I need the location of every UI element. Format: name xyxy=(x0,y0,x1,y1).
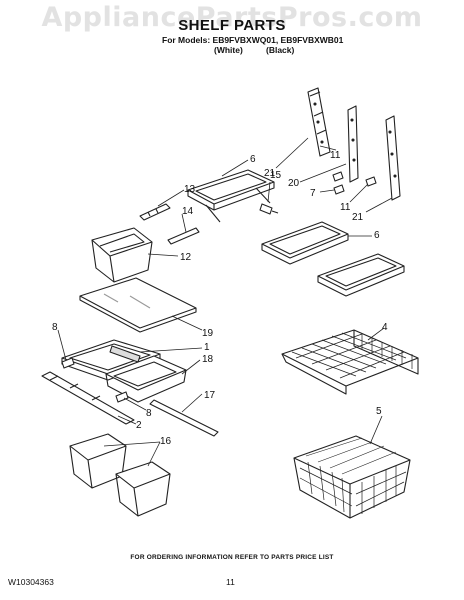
bin-16-left xyxy=(69,433,127,489)
bin-12 xyxy=(91,227,153,283)
models-line: For Models: EB9FVBXWQ01, EB9FVBXWB01 xyxy=(162,35,344,45)
site-watermark: AppliancePartsPros.com xyxy=(41,2,423,33)
screw-11 xyxy=(365,176,377,187)
callout-16: 16 xyxy=(160,436,172,447)
leader-lines xyxy=(57,137,393,467)
callout-12: 12 xyxy=(180,252,192,263)
callout-18: 18 xyxy=(202,354,214,365)
callout-labels: 21 11 15 6 20 7 11 21 13 14 12 6 19 1 18… xyxy=(52,150,388,447)
shelf-rail-left xyxy=(307,87,331,157)
callout-4: 4 xyxy=(382,322,388,333)
callout-5: 5 xyxy=(376,406,382,417)
shelf-6-right-upper xyxy=(261,221,349,265)
clip-20 xyxy=(332,171,344,182)
drawer-18 xyxy=(105,355,187,403)
callout-11-lower: 11 xyxy=(340,202,351,213)
part-14-bar xyxy=(167,227,200,245)
callout-17: 17 xyxy=(204,390,216,401)
part-13-bar xyxy=(139,203,171,221)
callout-6-top: 6 xyxy=(250,154,256,165)
callout-15: 15 xyxy=(270,170,282,181)
callout-13: 13 xyxy=(184,184,196,195)
callout-11-top: 11 xyxy=(330,150,341,161)
shelf-6-top xyxy=(187,169,275,223)
glass-shelf-19 xyxy=(79,277,197,333)
wire-shelf-4 xyxy=(281,329,419,395)
shelf-rail-middle xyxy=(347,105,359,183)
color-white: (White) xyxy=(214,45,243,55)
shelf-6-right-lower xyxy=(317,253,405,297)
page-title: SHELF PARTS xyxy=(178,17,286,34)
callout-14: 14 xyxy=(182,206,194,217)
shelf-rail-right xyxy=(385,115,401,201)
callout-7: 7 xyxy=(310,188,316,199)
screw-15 xyxy=(259,203,279,215)
wire-basket-5 xyxy=(293,435,411,519)
callout-1: 1 xyxy=(204,342,210,353)
color-black: (Black) xyxy=(266,45,295,55)
ordering-note: FOR ORDERING INFORMATION REFER TO PARTS … xyxy=(130,554,334,561)
callout-21-lower: 21 xyxy=(352,212,364,223)
callout-2: 2 xyxy=(136,420,142,431)
trim-strip-2 xyxy=(41,371,135,425)
page-number: 11 xyxy=(226,577,235,587)
callout-6-right: 6 xyxy=(374,230,380,241)
part-8-left xyxy=(61,357,75,369)
callout-8-right: 8 xyxy=(146,408,152,419)
callout-21-top: 21 xyxy=(264,168,276,179)
part-8-right xyxy=(115,391,129,403)
screw-7 xyxy=(333,184,345,195)
rod-17 xyxy=(149,399,219,437)
document-number: W10304363 xyxy=(8,577,54,587)
callout-20: 20 xyxy=(288,178,300,189)
bin-16-right xyxy=(115,461,171,517)
callout-8-left: 8 xyxy=(52,322,58,333)
callout-19: 19 xyxy=(202,328,214,339)
